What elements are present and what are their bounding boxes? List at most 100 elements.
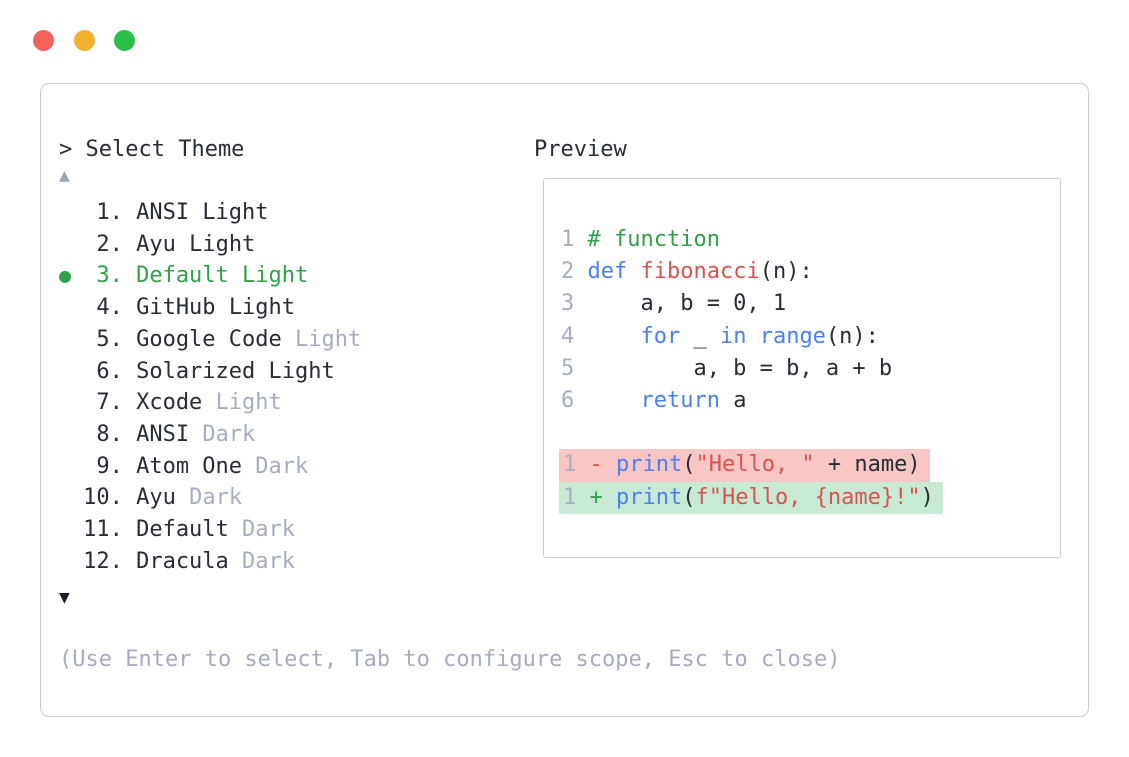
text-token: + name) (814, 452, 921, 478)
selected-dot (59, 232, 83, 256)
theme-name: Ayu (136, 231, 176, 257)
theme-name: Xcode (136, 390, 203, 416)
spacer (282, 327, 295, 352)
selected-dot (59, 295, 83, 319)
spacer (229, 517, 242, 542)
theme-item-selected[interactable]: ● 3. Default Light (59, 260, 361, 292)
selected-dot (59, 517, 83, 541)
theme-variant: Light (242, 263, 309, 289)
line-number: 4 (561, 323, 575, 349)
spacer (189, 422, 202, 447)
scroll-down-icon[interactable]: ▼ (59, 584, 70, 612)
code-line: 3 a, b = 0, 1 (561, 288, 1060, 320)
text-token (587, 324, 640, 349)
theme-name: Default (136, 263, 229, 289)
code-line-diff-added: 1+ print(f"Hello, {name}!") (559, 481, 1060, 514)
preview-label: Preview (534, 137, 627, 162)
keyword-token: for (640, 323, 681, 349)
line-number: 5 (561, 355, 575, 381)
text-token: ( (682, 452, 696, 478)
theme-item[interactable]: 11. Default Dark (59, 514, 361, 546)
spacer (229, 263, 242, 288)
theme-variant: Dark (242, 517, 296, 543)
theme-variant: Light (202, 200, 269, 225)
text-token: _ (680, 323, 720, 349)
theme-number: 1. (83, 200, 137, 225)
theme-number: 4. (83, 295, 137, 321)
selected-dot (59, 454, 83, 478)
theme-item[interactable]: 4. GitHub Light (59, 292, 361, 324)
code-line-diff-removed: 1- print("Hello, " + name) (559, 449, 1060, 482)
selected-dot (59, 390, 83, 414)
text-token (587, 388, 640, 413)
theme-item[interactable]: 1. ANSI Light (59, 197, 361, 229)
diff-removed-highlight: 1- print("Hello, " + name) (559, 449, 930, 482)
spacer (216, 295, 229, 320)
theme-number: 9. (83, 453, 137, 479)
spacer (189, 200, 202, 225)
diff-minus-token: - (589, 452, 616, 478)
text-token: (n): (759, 259, 813, 285)
spacer (176, 232, 189, 257)
code-line: 6 return a (561, 385, 1060, 417)
theme-item[interactable]: 2. Ayu Light (59, 229, 361, 261)
selected-dot: ● (59, 263, 84, 288)
theme-item[interactable]: 10. Ayu Dark (59, 482, 361, 514)
theme-variant: Dark (189, 485, 243, 511)
theme-number: 5. (83, 326, 137, 352)
spacer (255, 359, 268, 384)
line-number: 1 (561, 227, 575, 252)
theme-item[interactable]: 6. Solarized Light (59, 356, 361, 388)
selected-dot (59, 485, 83, 509)
theme-name: Solarized (136, 358, 256, 384)
spacer (229, 549, 242, 574)
theme-number: 2. (83, 231, 137, 257)
theme-number: 10. (83, 485, 137, 511)
theme-name: Atom One (136, 453, 243, 479)
theme-item[interactable]: 12. Dracula Dark (59, 546, 361, 578)
traffic-light-maximize[interactable] (114, 30, 135, 51)
text-token (627, 259, 640, 284)
theme-name: Ayu (136, 485, 176, 511)
string-token: "Hello, " (695, 452, 815, 478)
theme-list: 1. ANSI Light 2. Ayu Light ● 3. Default … (59, 197, 361, 577)
keyword-token: print (615, 452, 683, 478)
line-number: 3 (561, 291, 575, 317)
comment-token: # function (587, 227, 720, 252)
selected-dot (59, 200, 83, 224)
theme-number: 6. (83, 358, 137, 384)
spacer (202, 390, 215, 415)
theme-number: 8. (83, 421, 137, 447)
text-token: a, b = 0, 1 (587, 291, 787, 317)
line-number: 1 (563, 452, 577, 478)
theme-item[interactable]: 8. ANSI Dark (59, 419, 361, 451)
theme-variant: Light (268, 358, 335, 384)
theme-name: Google Code (136, 326, 282, 352)
traffic-light-minimize[interactable] (73, 30, 95, 51)
keyword-token: def (587, 259, 628, 285)
spacer (242, 454, 255, 479)
selected-dot (59, 327, 83, 351)
traffic-light-close[interactable] (33, 30, 54, 51)
string-token: f"Hello, {name}!" (695, 484, 921, 510)
theme-name: GitHub (136, 295, 216, 321)
theme-item[interactable]: 9. Atom One Dark (59, 451, 361, 483)
text-token: a, b = b, a + b (587, 355, 893, 381)
text-token: ( (682, 484, 696, 510)
theme-variant: Dark (255, 453, 309, 479)
selected-dot (59, 549, 83, 573)
theme-variant: Light (228, 295, 296, 321)
theme-number: 11. (83, 517, 137, 543)
code-line: 5 a, b = b, a + b (561, 353, 1060, 385)
theme-variant: Dark (202, 421, 256, 447)
scroll-up-icon[interactable]: ▲ (59, 162, 70, 190)
theme-name: ANSI (136, 421, 190, 447)
selected-dot (59, 359, 83, 383)
theme-variant: Light (189, 231, 256, 257)
theme-item[interactable]: 5. Google Code Light (59, 324, 361, 356)
theme-item[interactable]: 7. Xcode Light (59, 387, 361, 419)
code-line: 4 for _ in range(n): (561, 321, 1060, 353)
